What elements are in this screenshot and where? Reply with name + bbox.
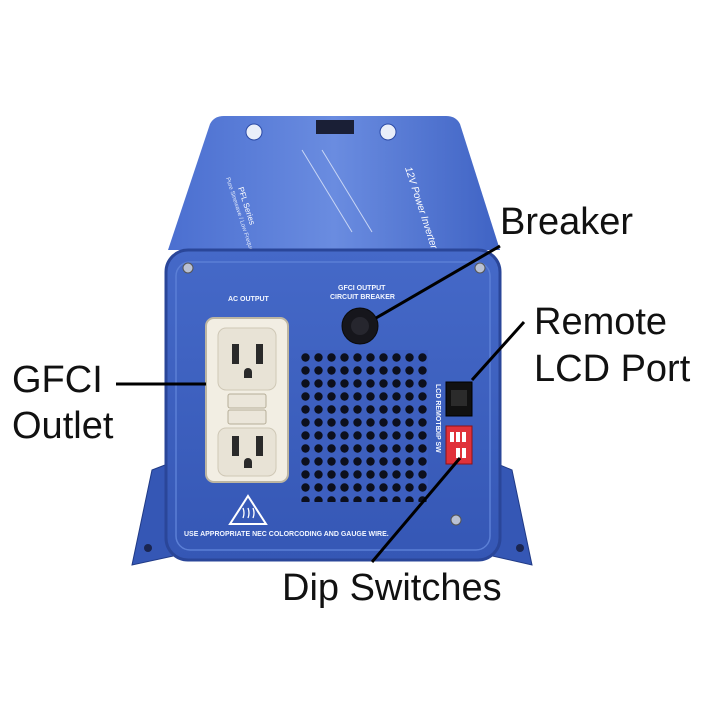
ac-output-label: AC OUTPUT [228, 296, 270, 303]
wiring-warning-text: USE APPROPRIATE NEC COLORCODING AND GAUG… [184, 531, 389, 538]
screw [474, 262, 486, 274]
screw [182, 262, 194, 274]
breaker-callout-line [375, 244, 501, 320]
hot-surface-warning-icon [228, 494, 268, 525]
remote-callout-line [470, 320, 526, 382]
test-button[interactable] [227, 393, 267, 409]
dip-callout-line [370, 457, 462, 563]
dip-switch[interactable] [456, 448, 460, 458]
dip-sw-label: DIP SW [434, 428, 441, 453]
dip-switch[interactable] [456, 432, 460, 442]
cooling-vent [300, 350, 428, 502]
screw [450, 514, 462, 526]
dip-switches-callout: Dip Switches [282, 567, 502, 609]
breaker-label-line1: GFCI OUTPUT [338, 285, 386, 292]
breaker-label-line2: CIRCUIT BREAKER [330, 294, 395, 301]
dip-switch[interactable] [462, 448, 466, 458]
gfci-callout-line1: GFCI [12, 359, 103, 401]
reset-button[interactable] [227, 409, 267, 425]
gfci-callout-line2: Outlet [12, 405, 114, 447]
chassis-top [168, 116, 500, 250]
dip-switch[interactable] [462, 432, 466, 442]
dip-switch[interactable] [450, 432, 454, 442]
remote-callout-line2: LCD Port [534, 348, 691, 390]
lcd-remote-label: LCD REMOTE [434, 384, 441, 431]
breaker-callout: Breaker [500, 201, 634, 243]
remote-callout-line1: Remote [534, 301, 668, 343]
